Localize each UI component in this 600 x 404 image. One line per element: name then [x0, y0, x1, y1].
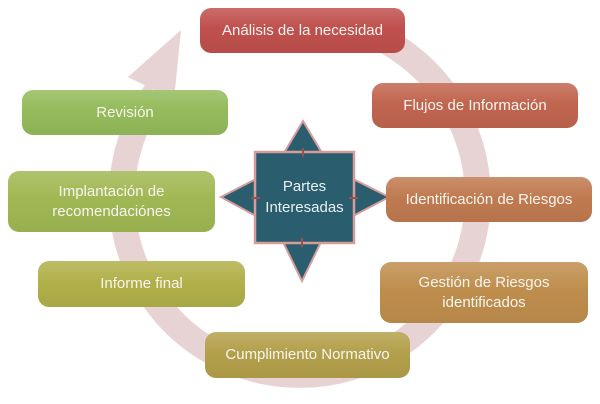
arrow-left-icon [218, 177, 257, 218]
node-revision: Revisión [22, 90, 228, 135]
node-flujos-de-informacion: Flujos de Información [372, 83, 578, 128]
node-label: Revisión [96, 103, 154, 121]
node-label: Gestión de Riesgos identificados [418, 274, 550, 311]
node-label: Análisis de la necesidad [222, 21, 383, 39]
node-label: Identificación de Riesgos [405, 190, 573, 208]
node-label: Implantación de recomendaciónes [52, 183, 171, 220]
node-label: Informe final [100, 275, 183, 293]
node-identificacion-de-riesgos: Identificación de Riesgos [386, 177, 592, 222]
node-label: Cumplimiento Normativo [225, 346, 390, 364]
node-informe-final: Informe final [38, 261, 245, 307]
cycle-arrowhead-icon [128, 30, 181, 100]
node-label: Flujos de Información [403, 96, 547, 114]
arrow-right-icon [352, 177, 392, 218]
arrow-down-icon [281, 241, 323, 284]
node-cumplimiento-normativo: Cumplimiento Normativo [205, 332, 410, 378]
node-analisis-de-la-necesidad: Análisis de la necesidad [200, 8, 405, 53]
node-implantacion-de-recomendaciones: Implantación de recomendaciónes [8, 171, 215, 232]
node-gestion-de-riesgos-identificados: Gestión de Riesgos identificados [380, 262, 588, 323]
center-node-partes-interesadas: Partes Interesadas [265, 178, 344, 216]
